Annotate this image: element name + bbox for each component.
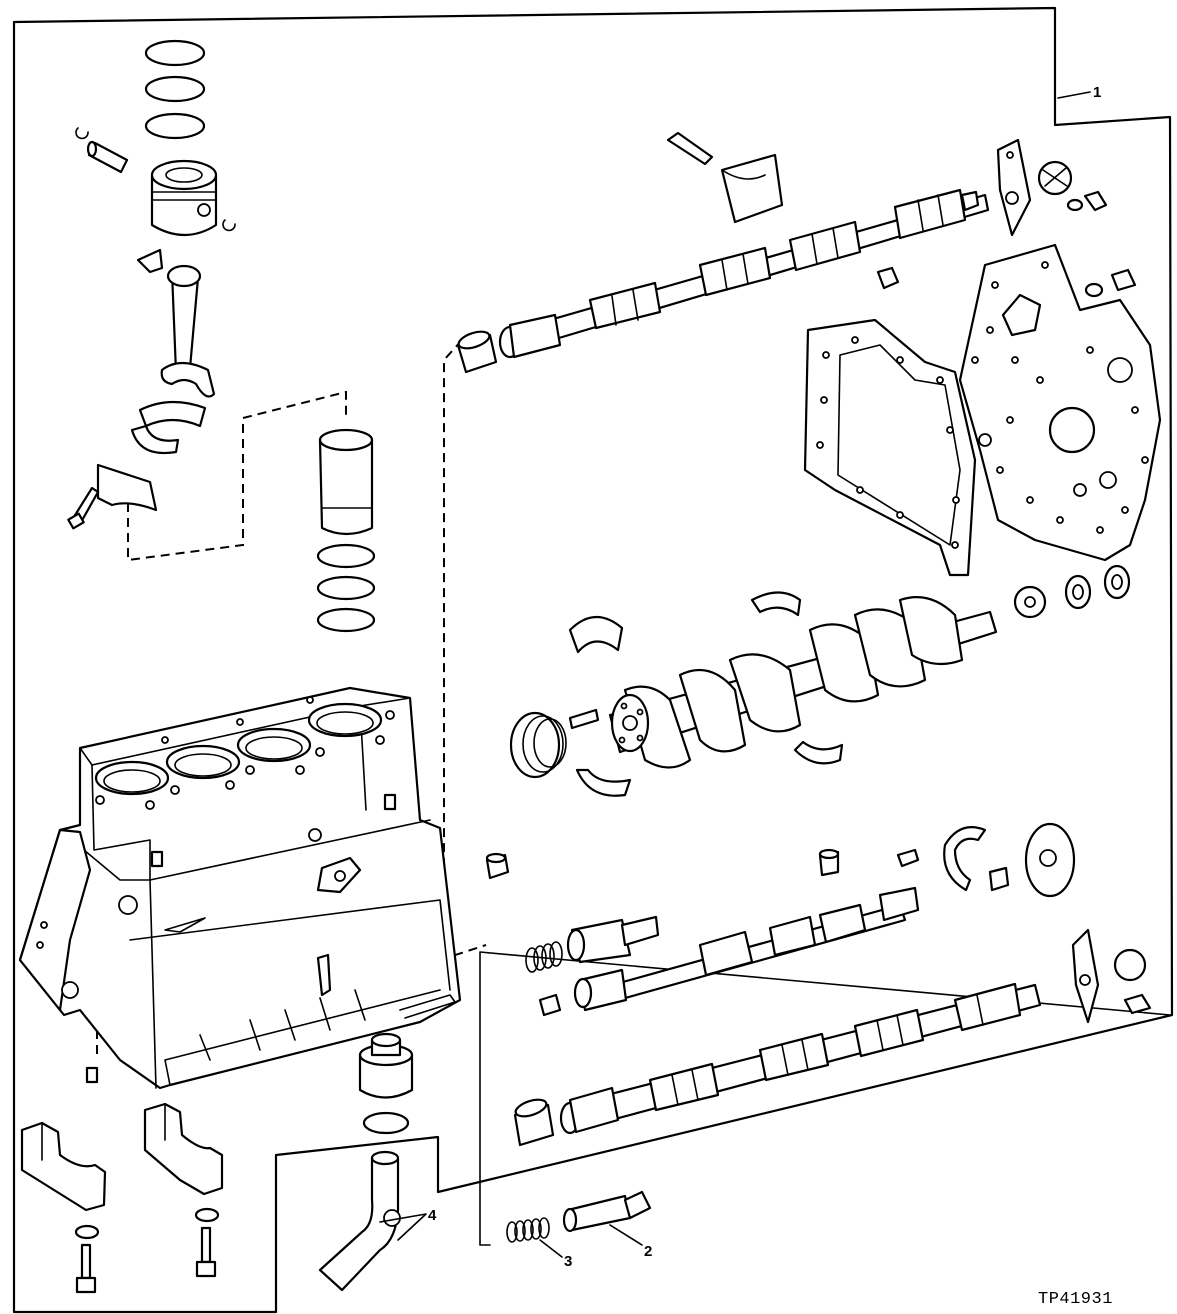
rod-cap-bolt bbox=[67, 486, 100, 530]
main-bearing-cap-rear bbox=[143, 1102, 224, 1196]
cylinder-block bbox=[18, 686, 462, 1090]
main-bearing-cap-front bbox=[20, 1121, 107, 1212]
cap-screw-top bbox=[666, 131, 714, 166]
cylinder-liner bbox=[318, 428, 374, 536]
liner-o-rings bbox=[316, 543, 376, 633]
camshaft-bushing-lower bbox=[513, 1098, 555, 1147]
dashed-line-camshaft-to-block bbox=[431, 339, 463, 906]
washer-nut-right bbox=[1084, 268, 1137, 298]
connecting-rod bbox=[136, 248, 216, 398]
crankshaft-rear-seal bbox=[509, 708, 600, 779]
piston-rings bbox=[144, 39, 206, 140]
rod-bearing-halves bbox=[96, 400, 207, 512]
camshaft-bushing-upper bbox=[456, 330, 498, 374]
main-cap-washers bbox=[74, 1207, 220, 1240]
relief-valve-plunger bbox=[562, 1190, 652, 1233]
callout-1-leader bbox=[1057, 91, 1091, 99]
kit-boundary-outline bbox=[12, 6, 1174, 1314]
plug-middle bbox=[538, 993, 562, 1017]
callout-4-leader bbox=[379, 1213, 427, 1241]
injection-pump-gear-upper bbox=[1037, 160, 1108, 212]
callout-2-leader bbox=[609, 1224, 643, 1246]
crank-main-bearings bbox=[568, 591, 844, 797]
figure-id-label: TP41931 bbox=[1038, 1290, 1113, 1309]
balancer-thrust-washer bbox=[943, 826, 987, 892]
camshaft-thrust-plate-lower bbox=[1071, 928, 1152, 1024]
piston-pin bbox=[75, 127, 236, 232]
front-plate-gasket bbox=[803, 318, 977, 577]
plug-screw bbox=[85, 1066, 99, 1084]
balancer-gear-lower bbox=[988, 822, 1076, 898]
crankshaft bbox=[608, 596, 998, 769]
valve-spring-middle bbox=[525, 941, 563, 973]
piston bbox=[150, 159, 218, 236]
crankshaft-gear bbox=[1013, 564, 1131, 619]
small-nut bbox=[876, 266, 900, 290]
callout-2-label: 2 bbox=[644, 1243, 652, 1260]
main-cap-screws bbox=[75, 1226, 217, 1294]
callout-3-label: 3 bbox=[564, 1253, 572, 1270]
inner-boundary-lower bbox=[479, 951, 1171, 1246]
front-plate bbox=[958, 243, 1162, 562]
camshaft-thrust-plate-upper bbox=[996, 138, 1032, 237]
callout-4-label: 4 bbox=[428, 1207, 437, 1224]
camshaft-upper bbox=[498, 188, 990, 359]
balancer-shaft-lower bbox=[573, 886, 920, 1012]
callout-3-leader bbox=[539, 1239, 563, 1258]
camshaft-lower bbox=[559, 982, 1042, 1135]
oil-pump-bushing bbox=[358, 1032, 414, 1099]
relief-valve-spring bbox=[506, 1217, 550, 1243]
dashed-line-rod-to-liner bbox=[127, 390, 347, 562]
camshaft-bearing-insert bbox=[720, 153, 784, 224]
callout-1-label: 1 bbox=[1093, 84, 1101, 101]
oil-pump-gasket-ring bbox=[362, 1111, 410, 1135]
small-bushings bbox=[485, 848, 920, 880]
oil-pressure-valve bbox=[566, 915, 660, 964]
